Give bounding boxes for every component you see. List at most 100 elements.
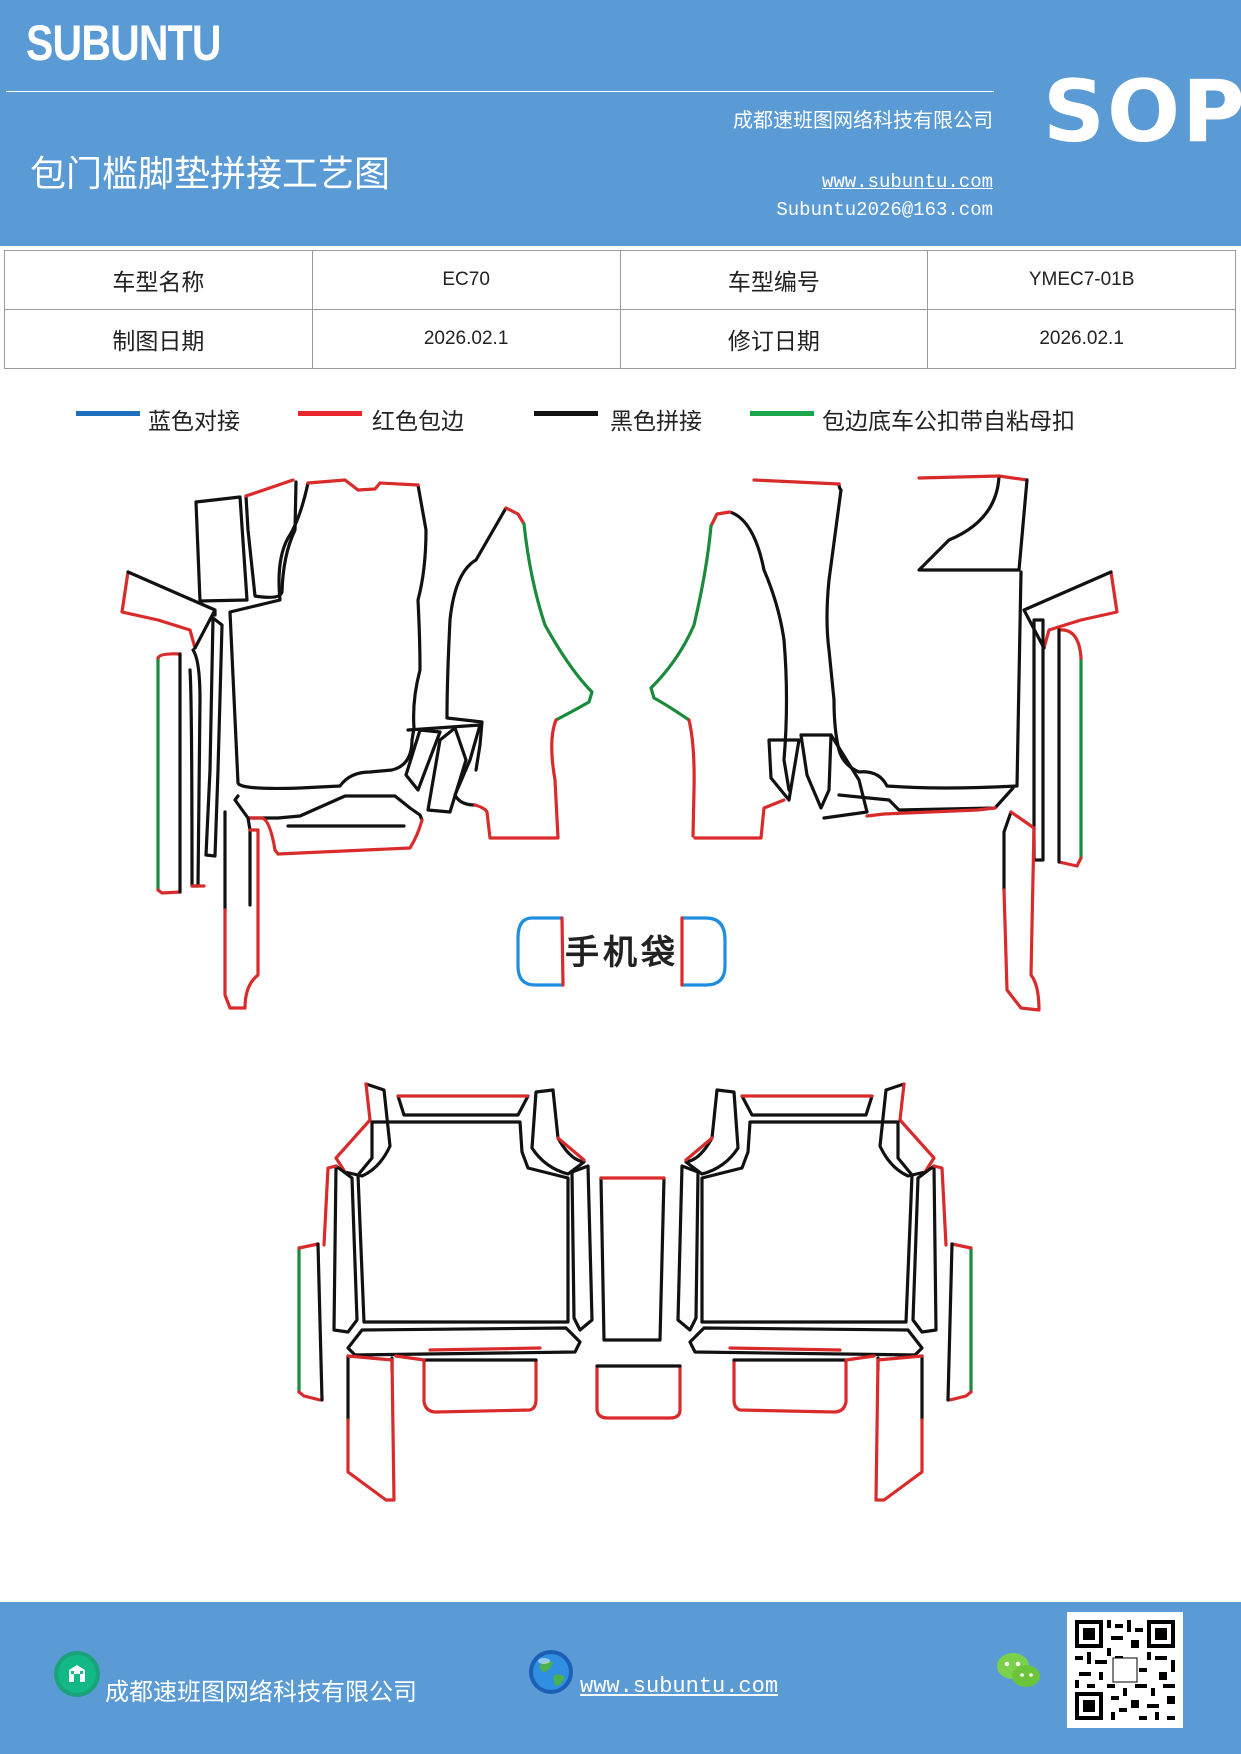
rear-r-leg-red [874,1354,924,1502]
rear-seat-panel [356,1120,570,1324]
revise-date-value: 2026.02.1 [927,309,1236,369]
small-right-c [822,733,869,820]
rear-r-top-bar-black [740,1094,874,1117]
wechat-icon[interactable] [995,1650,1043,1692]
qr-code[interactable] [1067,1612,1183,1728]
rear-sill-red [428,1346,542,1352]
tall-right-red [709,510,732,528]
tall-panel-left-red-bot [550,718,560,840]
legend-swatch-red [298,411,362,416]
sill-piece-left-red [120,570,197,650]
qr-code-image [1067,1612,1183,1728]
sill-piece-left-black [126,570,217,650]
phone-pocket: 手机袋 [516,916,727,987]
panel-right-main-red [752,474,1029,486]
sop-badge: SOP [1043,62,1241,162]
tall-right-red-bot [687,718,696,838]
draw-date-label: 制图日期 [4,309,313,369]
footer-website-link[interactable]: www.subuntu.com [580,1674,779,1699]
sill-piece-right-black [1022,570,1113,650]
legend-label: 蓝色对接 [148,409,240,435]
panel-right-topcorner-black [917,474,1029,572]
model-name-label: 车型名称 [4,250,313,310]
pocket-left-blue [516,916,565,987]
tall-panel-left-green [522,522,594,722]
rear-left-group [297,1082,594,1502]
pocket-left-red [560,916,565,987]
model-name-value: EC70 [311,250,621,310]
legend-label: 包边底车公扣带自粘母扣 [822,409,1075,435]
small-right-c-red [693,798,786,840]
rear-r-box-red [732,1358,848,1414]
strip-right-second [1032,618,1045,862]
rear-leg-red [346,1354,396,1502]
rear-corner-left-red [334,1082,372,1174]
table-row: 制图日期 2026.02.1 修订日期 2026.02.1 [4,309,1236,369]
header-website-link[interactable]: www.subuntu.com [821,171,993,193]
center-panel-black [599,1176,666,1342]
info-table: 车型名称 EC70 车型编号 YMEC7-01B 制图日期 2026.02.1 … [4,250,1236,369]
globe-icon [529,1650,573,1694]
leg-left-red [223,828,260,1010]
leg-left-black [223,810,252,912]
small-right-b [767,738,801,802]
small-piece-a [404,728,442,792]
revise-date-label: 修订日期 [619,309,929,369]
rear-r-leg-black [876,1354,924,1422]
rear-right-group [676,1082,973,1502]
panel-main-black [228,481,428,791]
legend-swatch-green [750,411,814,416]
page-title: 包门槛脚垫拼接工艺图 [30,154,391,195]
small-right-a [799,733,833,810]
rear-center-group [595,1176,682,1420]
rear-r-corner-left-black [878,1082,927,1178]
leg-right-red [1002,810,1041,1012]
sill-right-red [865,806,997,818]
panel-top-small-2-black [244,480,298,599]
rear-corner-right-black [530,1088,586,1176]
rear-r-green-strip-black [946,1242,954,1402]
model-code-label: 车型编号 [619,250,929,310]
header-company: 成都速班图网络科技有限公司 [733,108,993,132]
sill-horizontal-black [233,794,424,822]
sill-horizontal-red [246,816,424,856]
pocket-right-blue [680,916,727,987]
panel-top-small-1 [194,495,249,603]
building-icon [54,1651,100,1697]
strip-left-red [156,652,182,895]
legend-label: 红色包边 [372,409,464,435]
rear-side-left-black [332,1164,359,1334]
front-right-group [649,474,1119,1012]
strip-second [188,648,202,888]
rear-r-side-left-black [911,1164,938,1334]
tall-panel-left-black [445,506,508,772]
front-left-group [120,478,594,1010]
rear-r-sill-black [688,1326,924,1357]
brand-logo: SUBUNTU [26,15,222,71]
rear-green-strip-red [297,1242,322,1402]
panel-main-red [306,478,420,492]
small-piece-c-red [473,803,558,840]
rear-r-corner-right-black [684,1088,740,1176]
header-banner: SUBUNTU 成都速班图网络科技有限公司 包门槛脚垫拼接工艺图 www.sub… [0,0,1241,246]
rear-side-left-red [322,1164,338,1247]
rear-box-red [422,1358,538,1414]
sill-piece-right-red [1042,570,1119,650]
rear-r-box-top-red [844,1354,876,1362]
rear-r-seat-panel [700,1120,914,1324]
tall-panel-left-red-top [504,506,526,526]
legend-label: 黑色拼接 [610,409,702,435]
rear-top-bar-black [396,1094,530,1117]
rear-corner-right-red [556,1136,586,1162]
rear-corner-left-black [343,1082,392,1178]
draw-date-value: 2026.02.1 [311,309,621,369]
mat-splice-diagram: 手机袋 [120,474,1119,1502]
rear-side-right [570,1164,594,1332]
legend-swatch-blue [76,411,140,416]
pocket-label: 手机袋 [565,933,679,973]
model-code-value: YMEC7-01B [927,250,1236,310]
sill-right-black [837,786,1015,812]
rear-leg-black [346,1354,394,1422]
rear-r-green-strip-red [948,1242,973,1402]
header-divider [6,91,994,92]
